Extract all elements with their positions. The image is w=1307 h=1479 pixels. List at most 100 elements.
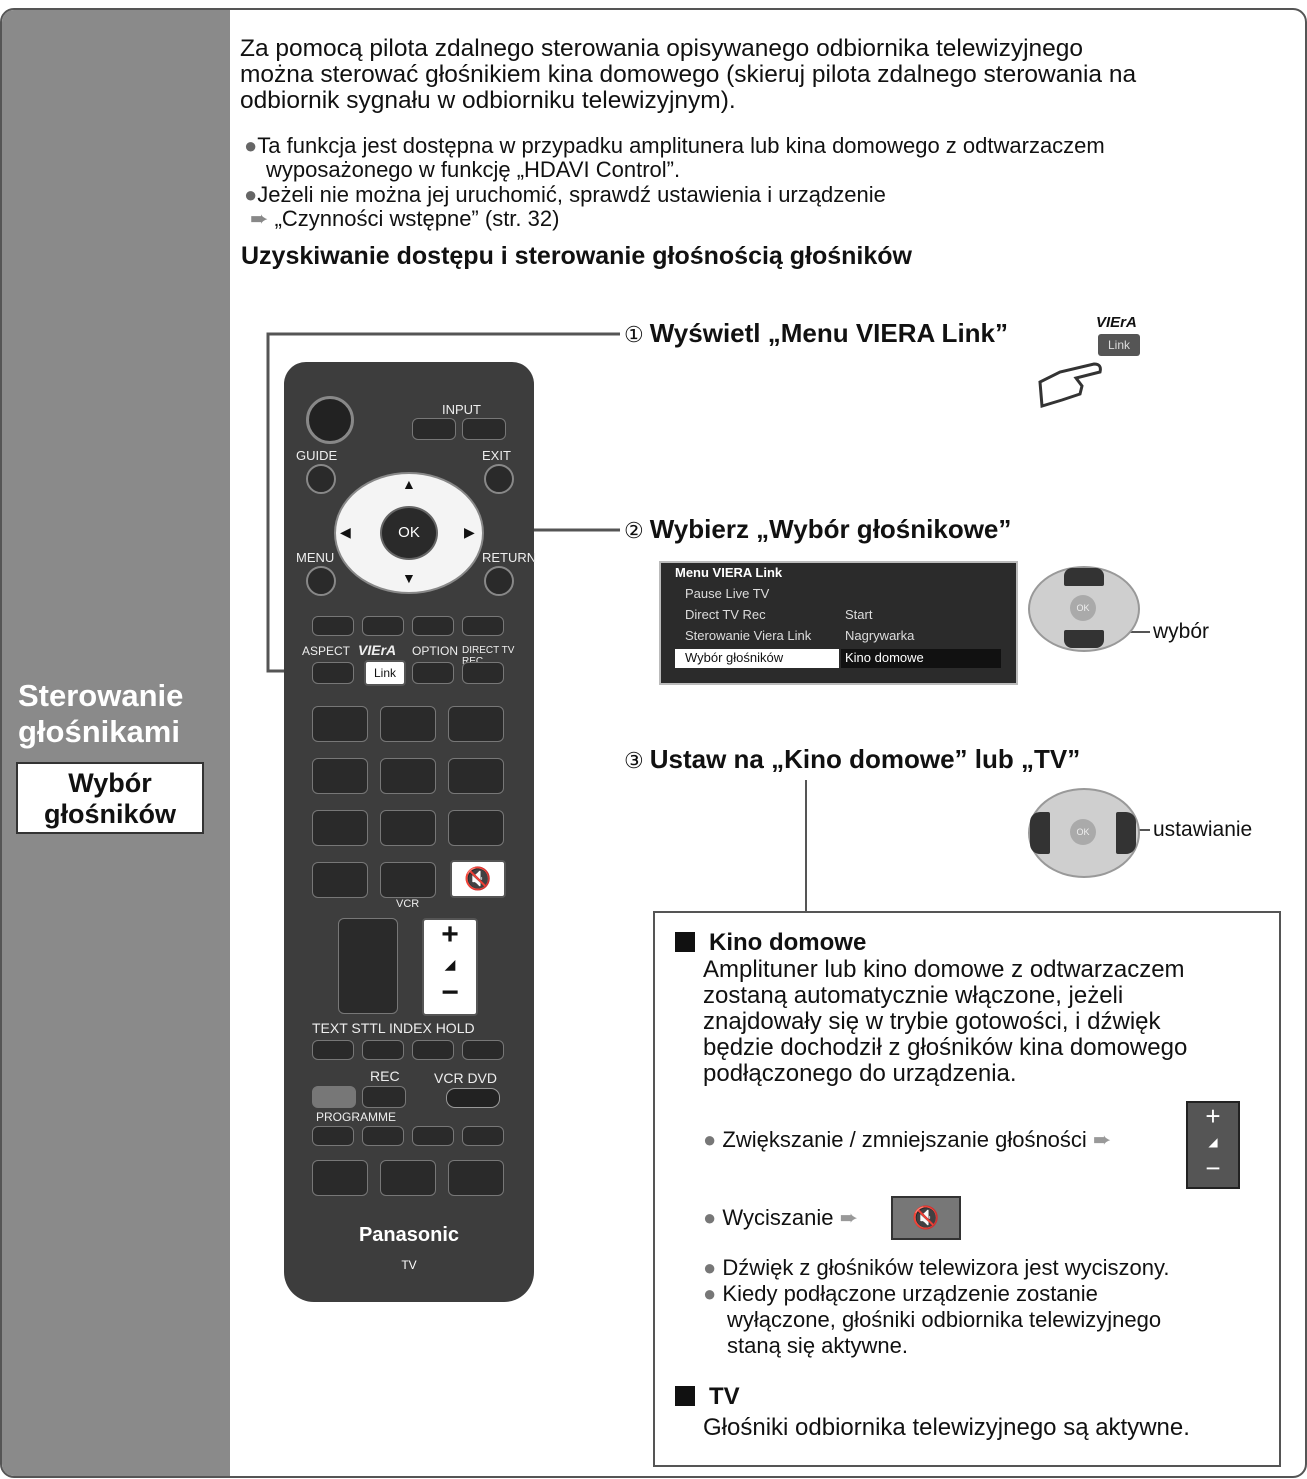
sttl-button[interactable] <box>362 1040 404 1060</box>
num-button[interactable] <box>448 810 504 846</box>
rec-button-2[interactable] <box>362 1086 406 1108</box>
guide-button[interactable] <box>306 464 336 494</box>
menu-row-selected[interactable]: Wybór głośników Kino domowe <box>675 649 1001 668</box>
num-button[interactable] <box>448 758 504 794</box>
dpad[interactable]: ▲ ▼ ◀ ▶ OK <box>334 472 484 594</box>
menu-row[interactable]: Sterowanie Viera Link Nagrywarka <box>675 627 1001 646</box>
transport-button[interactable] <box>448 1160 504 1196</box>
dpad-left-icon: ◀ <box>340 524 351 540</box>
vcr-dvd-switch[interactable] <box>446 1088 500 1108</box>
volume-key-icon: + ◢ − <box>1186 1101 1240 1189</box>
programme-button[interactable] <box>462 1126 504 1146</box>
num-button[interactable] <box>312 758 368 794</box>
kino-line5: podłączonego do urządzenia. <box>703 1060 1017 1087</box>
menu-row[interactable]: Direct TV Rec Start <box>675 606 1001 625</box>
sidebar-title: Sterowanie głośnikami <box>18 678 218 750</box>
menu-row-label: Wybór głośników <box>685 650 784 665</box>
viera-link-press-icon: VIErA Link <box>1032 314 1147 409</box>
bullet1-line1: Ta funkcja jest dostępna w przypadku amp… <box>257 133 1105 158</box>
direct-tv-rec-button[interactable] <box>462 662 504 684</box>
menu-button[interactable] <box>306 566 336 596</box>
dpad-down-icon: ▼ <box>402 570 416 586</box>
off-line3: staną się aktywne. <box>727 1333 908 1358</box>
aspect-button[interactable] <box>312 662 354 684</box>
color-key-yellow[interactable] <box>412 616 454 636</box>
rec-button-1[interactable] <box>312 1086 356 1108</box>
input-button-2[interactable] <box>462 418 506 440</box>
color-key-green[interactable] <box>362 616 404 636</box>
volume-rocker[interactable]: + ◢ − <box>422 918 478 1016</box>
num-button[interactable] <box>448 706 504 742</box>
set-callout: ustawianie <box>1153 818 1253 841</box>
arrow-right-icon: ➨ <box>1092 1127 1112 1152</box>
input-button-1[interactable] <box>412 418 456 440</box>
dpad-up-icon: ▲ <box>402 476 416 492</box>
ok-button[interactable]: OK <box>380 506 438 560</box>
mute-text: Wyciszanie <box>722 1205 834 1230</box>
programme-button[interactable] <box>362 1126 404 1146</box>
mute-button[interactable]: 🔇 <box>450 860 506 898</box>
mute-key-icon: 🔇 <box>891 1196 961 1240</box>
num-button[interactable] <box>312 706 368 742</box>
color-key-red[interactable] <box>312 616 354 636</box>
arrow-right-icon: ➨ <box>839 1205 859 1230</box>
return-label: RETURN <box>482 550 537 565</box>
exit-label: EXIT <box>482 448 511 463</box>
menu-row[interactable]: Pause Live TV <box>675 585 1001 604</box>
menu-row-label: Direct TV Rec <box>685 607 766 622</box>
input-label: INPUT <box>442 402 481 417</box>
guide-label: GUIDE <box>296 448 338 463</box>
intro-line3: odbiornik sygnału w odbiorniku telewizyj… <box>240 87 736 114</box>
num-button[interactable] <box>380 862 436 898</box>
arrow-up-icon <box>1064 568 1104 586</box>
dpad-leftright-illustration: OK <box>1028 788 1140 878</box>
menu-label: MENU <box>296 550 335 565</box>
power-button[interactable] <box>306 396 354 444</box>
step-1-text: Wyświetl „Menu VIERA Link” <box>649 318 1009 348</box>
num-button[interactable] <box>380 758 436 794</box>
mute-icon: 🔇 <box>464 866 492 891</box>
off-line1: Kiedy podłączone urządzenie zostanie <box>722 1281 1098 1306</box>
option-button[interactable] <box>412 662 454 684</box>
sidebar-box-line1: Wybór <box>68 768 152 798</box>
volume-ramp-icon: ◢ <box>444 956 456 972</box>
programme-button[interactable] <box>312 1126 354 1146</box>
menu-row-label: Pause Live TV <box>685 586 770 601</box>
muted-bullet: ● Dźwięk z głośników telewizora jest wyc… <box>703 1255 1170 1281</box>
bullet-dot-icon: ● <box>703 1255 717 1280</box>
programme-button[interactable] <box>412 1126 454 1146</box>
kino-line4: będzie dochodził z głośników kina domowe… <box>703 1034 1188 1061</box>
transport-button[interactable] <box>312 1160 368 1196</box>
num-button[interactable] <box>312 862 368 898</box>
off-bullet: ● Kiedy podłączone urządzenie zostanie w… <box>703 1281 1161 1359</box>
sidebar-subtitle-box: Wybór głośników <box>16 762 204 834</box>
bullet-dot-icon: ● <box>703 1205 717 1230</box>
num-button[interactable] <box>312 810 368 846</box>
vcr-small-label: VCR <box>396 898 420 910</box>
bullet2-line1: Jeżeli nie można jej uruchomić, sprawdź … <box>257 182 886 207</box>
viera-link-button[interactable]: Link <box>364 660 406 686</box>
volume-up-icon: + <box>1205 1101 1221 1131</box>
tv-heading: TV <box>675 1383 740 1411</box>
bullet-dot-icon: ● <box>244 182 258 207</box>
volume-text: Zwiększanie / zmniejszanie głośności <box>722 1127 1087 1152</box>
ok-icon: OK <box>1070 595 1096 621</box>
mute-bullet: ● Wyciszanie ➨ <box>703 1205 858 1231</box>
menu-row-value: Kino domowe <box>845 650 924 665</box>
num-button[interactable] <box>380 706 436 742</box>
tv-heading-text: TV <box>709 1383 740 1410</box>
index-button[interactable] <box>412 1040 454 1060</box>
arrow-right-icon: ➨ <box>250 206 269 231</box>
arrow-right-icon <box>1116 812 1136 854</box>
muted-text: Dźwięk z głośników telewizora jest wycis… <box>722 1255 1170 1280</box>
num-button[interactable] <box>380 810 436 846</box>
exit-button[interactable] <box>484 464 514 494</box>
transport-button[interactable] <box>380 1160 436 1196</box>
return-button[interactable] <box>484 566 514 596</box>
channel-rocker[interactable] <box>338 918 398 1014</box>
kino-description: Amplituner lub kino domowe z odtwarzacze… <box>703 957 1187 1087</box>
text-button[interactable] <box>312 1040 354 1060</box>
color-key-blue[interactable] <box>462 616 504 636</box>
hold-button[interactable] <box>462 1040 504 1060</box>
